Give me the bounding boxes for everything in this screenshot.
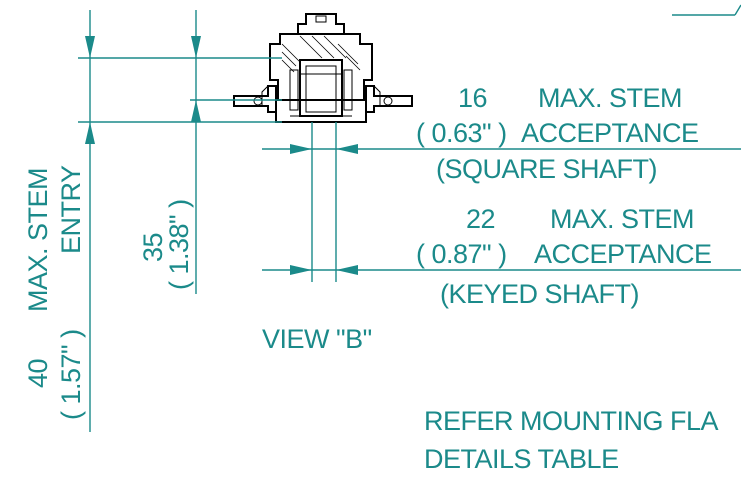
max-stem-entry-line1: MAX. STEM bbox=[23, 168, 53, 312]
height-40-mm: 40 bbox=[23, 359, 53, 388]
keyed-shaft-type: (KEYED SHAFT) bbox=[440, 279, 639, 309]
dim-40-arrow-bottom bbox=[85, 122, 95, 144]
dim-35-arrow-top bbox=[191, 36, 201, 58]
leader-fragment bbox=[672, 4, 741, 16]
dim-40-arrow-top bbox=[85, 36, 95, 58]
dim-16-arrow-left bbox=[290, 144, 312, 154]
keyed-shaft-inch: ( 0.87" ) bbox=[416, 239, 507, 269]
square-shaft-type: (SQUARE SHAFT) bbox=[436, 154, 657, 184]
square-shaft-inch: ( 0.63" ) bbox=[416, 118, 507, 148]
dim-16-arrow-right bbox=[336, 144, 358, 154]
keyed-shaft-line2: ACCEPTANCE bbox=[534, 239, 712, 269]
height-35-inch: ( 1.38" ) bbox=[164, 199, 194, 290]
dim-22-arrow-right bbox=[336, 265, 358, 275]
dim-35-arrow-bottom bbox=[191, 100, 201, 122]
square-shaft-line1: MAX. STEM bbox=[538, 83, 682, 113]
square-shaft-line2: ACCEPTANCE bbox=[521, 118, 699, 148]
height-35-mm: 35 bbox=[138, 233, 168, 262]
max-stem-entry-line2: ENTRY bbox=[56, 165, 86, 254]
note-line1: REFER MOUNTING FLA bbox=[424, 406, 719, 436]
height-40-inch: ( 1.57" ) bbox=[56, 329, 86, 420]
view-label: VIEW "B" bbox=[262, 324, 372, 354]
square-shaft-mm: 16 bbox=[458, 83, 487, 113]
keyed-shaft-mm: 22 bbox=[466, 204, 495, 234]
note-line2: DETAILS TABLE bbox=[424, 444, 619, 474]
keyed-shaft-line1: MAX. STEM bbox=[550, 204, 694, 234]
dim-22-arrow-left bbox=[290, 265, 312, 275]
coupling-cross-section bbox=[233, 13, 413, 123]
